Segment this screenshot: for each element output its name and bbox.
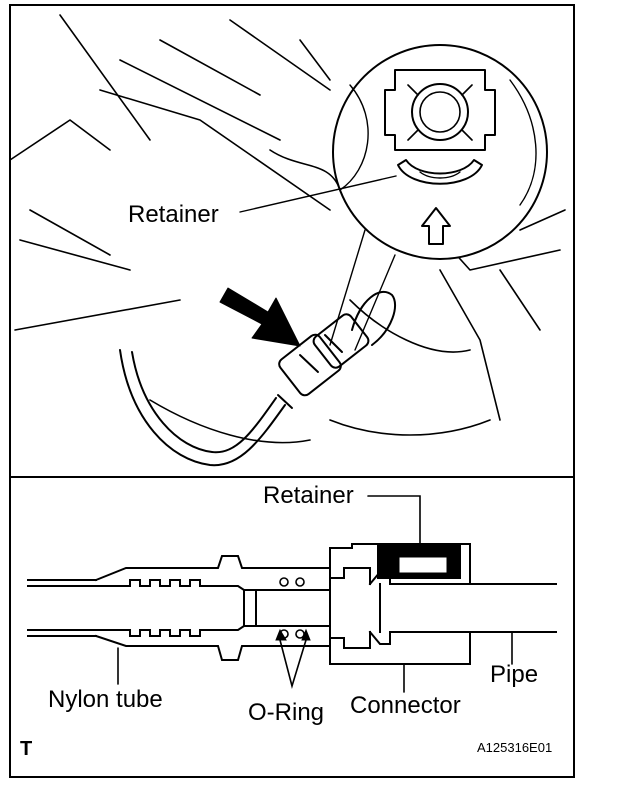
push-direction-arrow: [219, 287, 301, 347]
retainer-cross-section: [377, 545, 461, 579]
figure-frame: [9, 4, 575, 778]
nylon-tube-label: Nylon tube: [48, 686, 163, 713]
retainer-label-upper: Retainer: [128, 201, 219, 228]
footer-mark: T: [20, 738, 33, 760]
magnified-retainer-view: [332, 44, 548, 260]
pipe-label: Pipe: [490, 661, 539, 688]
panel-divider: [9, 476, 575, 478]
figure-code: A125316E01: [477, 740, 553, 755]
retainer-leader-upper: [239, 175, 397, 213]
o-ring-arrowheads: [275, 628, 311, 641]
retainer-label-lower: Retainer: [263, 482, 354, 509]
nylon-tube: [27, 567, 219, 647]
connector-label: Connector: [350, 692, 461, 719]
connector-body: [209, 543, 471, 665]
pipe: [389, 583, 557, 633]
leader-lines: [117, 495, 513, 693]
o-ring-label: O-Ring: [248, 699, 325, 726]
magnify-leader: [329, 229, 396, 351]
push-up-arrow-icon: [421, 207, 451, 245]
quick-connector-illustration: [277, 290, 397, 409]
o-rings: [279, 577, 305, 639]
fuel-hose: [119, 349, 286, 467]
